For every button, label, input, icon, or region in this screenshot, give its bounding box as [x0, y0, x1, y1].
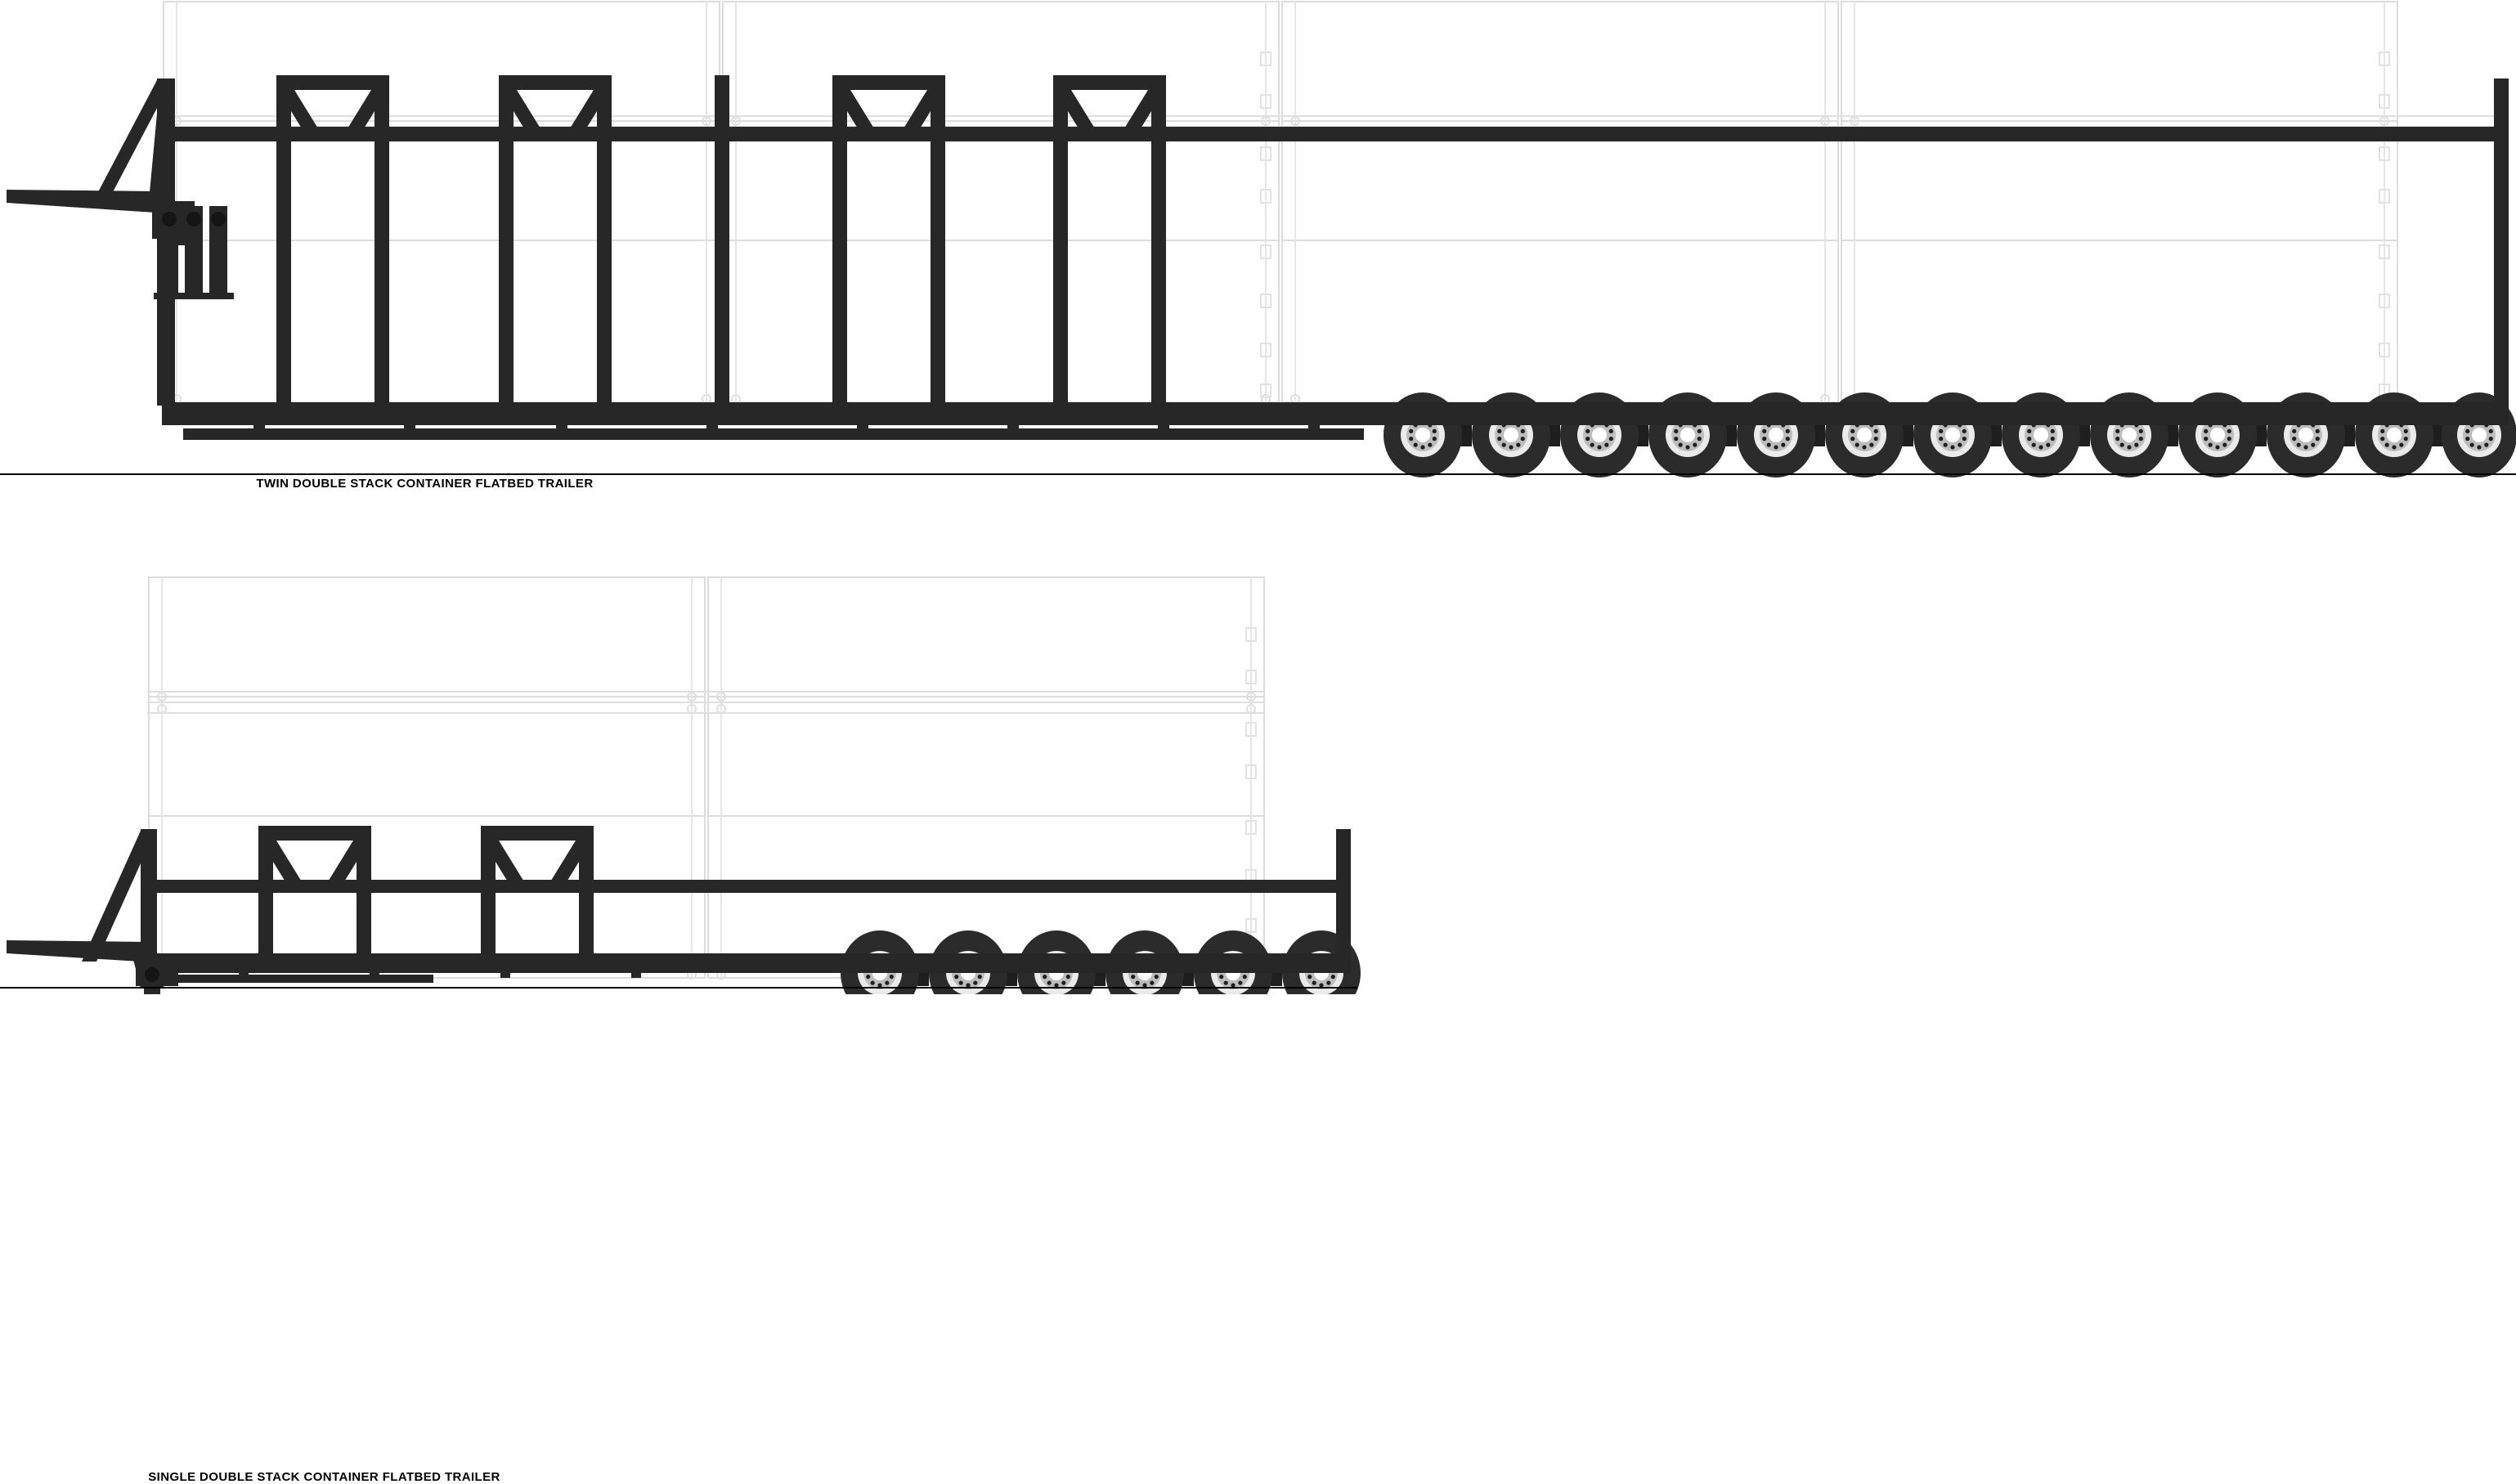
lower-bed-rail [164, 975, 433, 983]
deck-post [556, 402, 567, 430]
ghost-side-fittings [1260, 52, 2390, 398]
suspension-hangers [1460, 419, 2443, 446]
landing-legs [154, 206, 234, 299]
center-divider-post [715, 75, 729, 404]
bogie-top-plate [1382, 402, 2509, 422]
twin-frame [7, 75, 2509, 440]
caption-single-text: SINGLE DOUBLE STACK CONTAINER FLATBED TR… [148, 1470, 500, 1484]
deck-post [1158, 402, 1169, 430]
figure-twin-trailer: TWIN DOUBLE STACK CONTAINER FLATBED TRAI… [0, 0, 2516, 499]
gooseneck-plate [7, 190, 160, 213]
deck-post [857, 402, 868, 430]
ghost-container-seams [161, 577, 1252, 978]
deck-post [370, 953, 379, 978]
lower-bed-rail [183, 428, 1364, 440]
ghost-corner-castings [147, 691, 1264, 980]
figure-single-trailer: SINGLE DOUBLE STACK CONTAINER FLATBED TR… [0, 499, 2516, 1484]
landing-legs [144, 962, 160, 994]
bogie-top-plate [850, 953, 1349, 971]
deck-post [706, 402, 718, 430]
single-trailer-drawing [0, 499, 2516, 994]
gantry-frame [481, 826, 594, 955]
gantry-frame [276, 75, 389, 404]
mid-rail [147, 880, 1349, 893]
gooseneck-brace [92, 80, 172, 204]
rear-post [1336, 829, 1351, 973]
caption-single: SINGLE DOUBLE STACK CONTAINER FLATBED TR… [0, 1470, 2516, 1484]
caption-twin: TWIN DOUBLE STACK CONTAINER FLATBED TRAI… [0, 477, 2516, 491]
deck-post [1007, 402, 1019, 430]
single-frame [7, 826, 1351, 994]
deck-post [404, 402, 415, 430]
gantry-frame [499, 75, 612, 404]
gantry-frame [832, 75, 945, 404]
caption-twin-text: TWIN DOUBLE STACK CONTAINER FLATBED TRAI… [256, 477, 594, 491]
gantry-frame [1053, 75, 1166, 404]
deck-post [1308, 402, 1320, 430]
twin-trailer-drawing [0, 0, 2516, 499]
gooseneck-brace [82, 831, 155, 962]
gooseneck-plate [7, 940, 146, 962]
ghost-container-outlines [148, 576, 1265, 979]
mid-rail [162, 127, 2509, 141]
deck-post [500, 953, 510, 978]
ghost-corner-castings [162, 115, 2509, 404]
gantry-frame [258, 826, 371, 955]
deck-post [239, 953, 249, 978]
deck-post [631, 953, 641, 978]
deck-post [253, 402, 265, 430]
ghost-container-outlines [163, 1, 2398, 403]
rear-post [2494, 78, 2509, 404]
gooseneck-diagonal-brace [149, 78, 172, 201]
